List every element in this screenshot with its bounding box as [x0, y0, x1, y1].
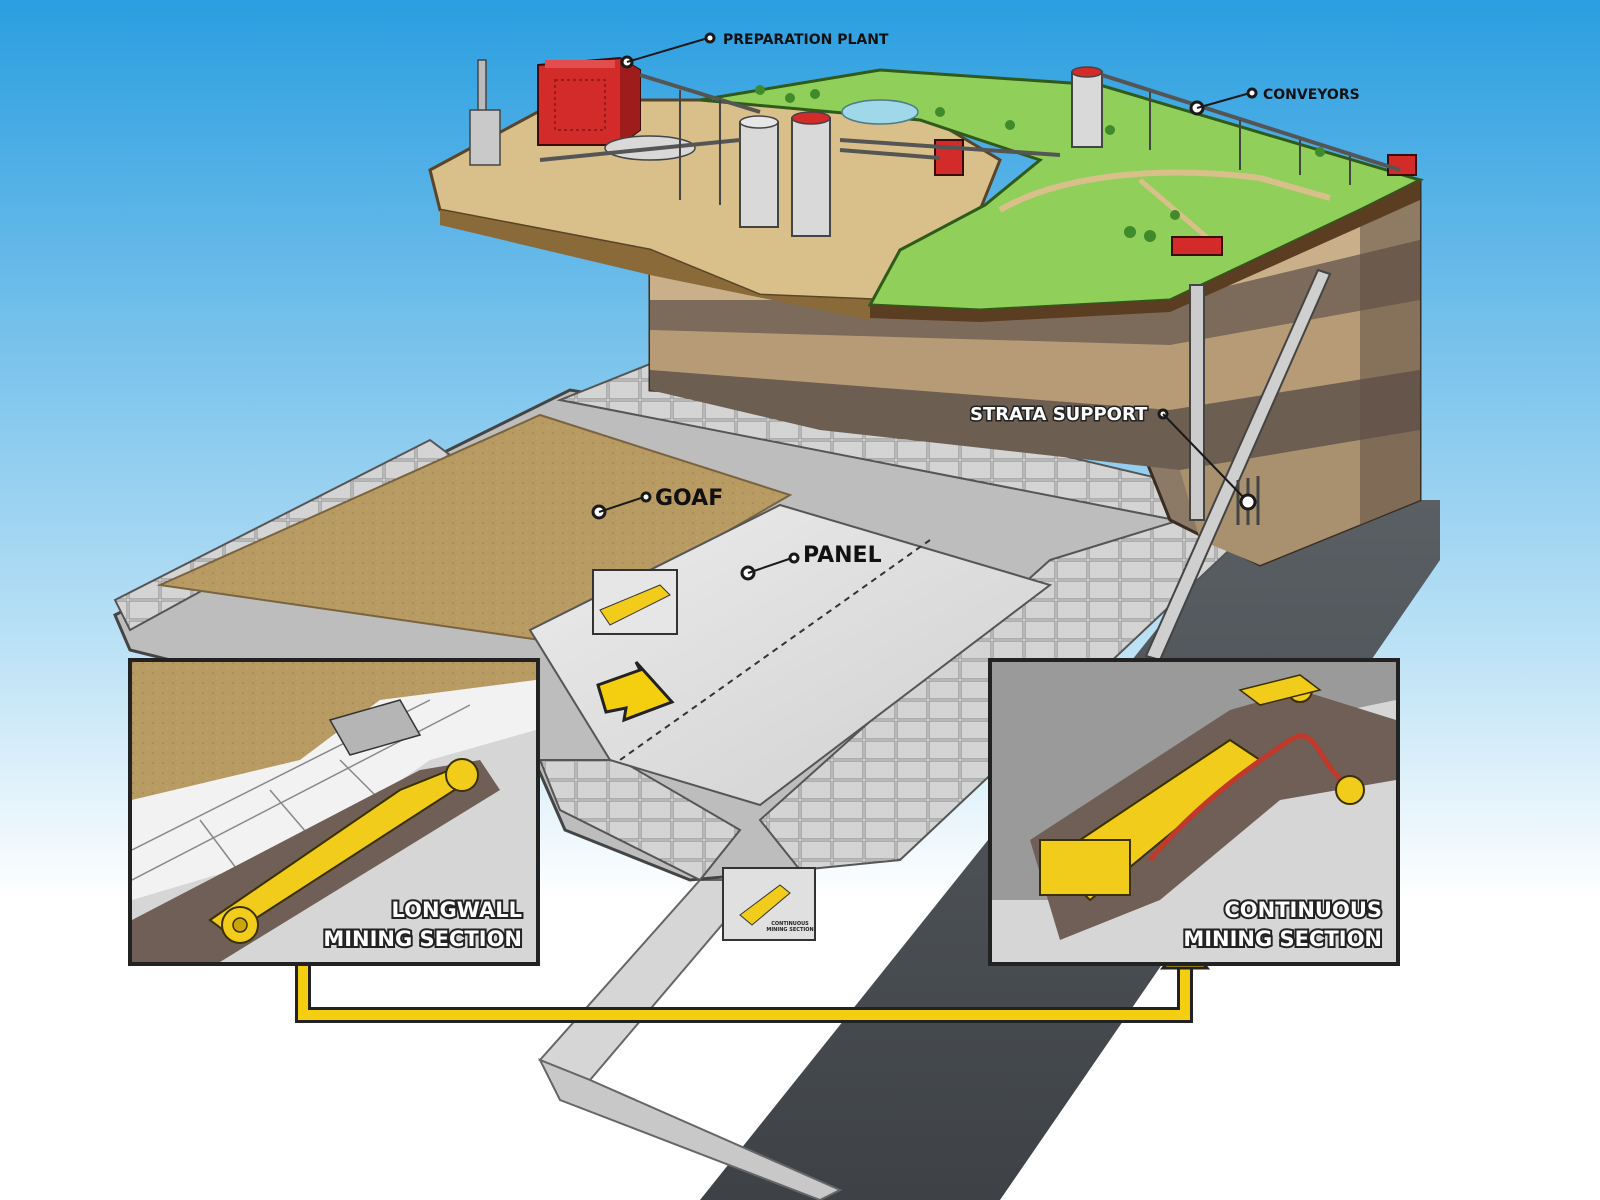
flow-arrow — [298, 962, 1190, 1020]
continuous-title-line1: CONTINUOUS — [1224, 898, 1382, 922]
mini-continuous-label-2: MINING SECTION — [766, 927, 813, 933]
plant-annex — [469, 109, 501, 166]
strata-layer-4 — [650, 370, 1420, 470]
longwall-inset: LONGWALL MINING SECTION — [128, 658, 540, 966]
pond — [841, 99, 919, 125]
strata-support-label: STRATA SUPPORT — [970, 404, 1148, 425]
callout-strata-support: STRATA SUPPORT — [969, 403, 1257, 511]
continuous-inset: CONTINUOUS MINING SECTION — [988, 658, 1400, 966]
conveyor-trestles — [679, 90, 1351, 205]
mining-direction-arrow — [596, 660, 675, 723]
panel-label: PANEL — [803, 543, 882, 568]
longwall-title-line1: LONGWALL — [391, 898, 522, 922]
strata-side-face — [1360, 180, 1420, 525]
callout-panel: PANEL — [740, 543, 882, 581]
strata-layer-2 — [650, 240, 1420, 345]
mini-continuous-inset: CONTINUOUS MINING SECTION — [722, 867, 816, 941]
strata-layer-3 — [650, 300, 1420, 410]
red-shed-2 — [1171, 236, 1223, 256]
surface-edge-dirt — [440, 210, 880, 320]
panel-centerline — [619, 539, 931, 761]
callout-preparation-plant: PREPARATION PLANT — [620, 32, 889, 69]
callout-conveyors: CONVEYORS — [1189, 87, 1360, 116]
trees — [755, 85, 1325, 242]
grass-edge-soil — [870, 180, 1420, 322]
mini-continuous-label-1: CONTINUOUS — [771, 921, 809, 927]
surface-road — [998, 169, 1331, 213]
continuous-title-line2: MINING SECTION — [1183, 927, 1382, 951]
conveyors-label: CONVEYORS — [1263, 87, 1360, 103]
entry-road-base — [537, 1058, 843, 1200]
goaf-label: GOAF — [655, 486, 723, 511]
silos — [739, 66, 1103, 237]
callout-goaf: GOAF — [591, 486, 723, 520]
gateroad-front — [538, 759, 742, 882]
longwall-title-line2: MINING SECTION — [323, 927, 522, 951]
preparation-plant-label: PREPARATION PLANT — [723, 32, 889, 48]
preparation-plant-building — [537, 56, 641, 146]
conveyor-lines — [539, 73, 1401, 172]
vertical-shaft — [1189, 284, 1205, 521]
red-shed-3 — [1387, 154, 1417, 176]
mini-longwall-inset — [592, 569, 678, 635]
